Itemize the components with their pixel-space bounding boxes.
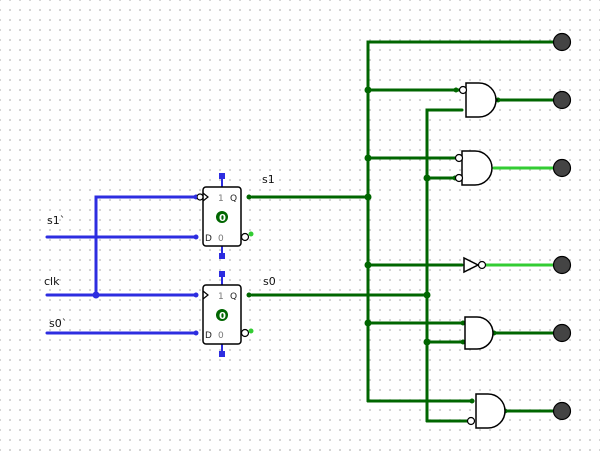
d-flipflop-1[interactable]: 1 Q D 0 0 [196,173,254,259]
and-gate-3[interactable] [464,316,494,350]
inverted-output-bubble [477,260,487,270]
output-pins [552,32,572,421]
not-gate[interactable] [463,256,487,274]
ff2-q-label: Q [230,292,237,302]
input-wires [45,195,198,335]
wire-s0-bus [425,108,464,423]
label-s0: s0 [263,275,276,288]
ff2-set-label: 1 [218,292,224,302]
ff2-state-value: 0 [219,311,226,322]
logic-wires [250,40,557,423]
and-gate-icon [465,82,497,118]
ff1-d-label: D [205,234,212,244]
not-gate-icon [463,256,480,274]
label-s1: s1 [262,173,275,186]
ff1-state-value: 0 [219,213,226,224]
inverted-input-bubble [454,173,464,183]
label-s0-prime: s0` [49,317,67,330]
ff1-state-indicator [216,211,228,223]
ff2-state-indicator [216,309,228,321]
label-s1-prime: s1` [47,214,65,227]
output-pin-icon[interactable] [552,32,572,52]
output-pin-icon[interactable] [552,90,572,110]
inverted-input-bubble [466,416,476,426]
inverted-input-bubble [454,153,464,163]
and-gate-4[interactable] [466,393,506,429]
ff2-reset-label: 0 [218,331,224,341]
wire-s1-bus [366,40,557,403]
output-pin-icon[interactable] [552,158,572,178]
clk-junction [92,291,100,299]
ff1-q-label: Q [230,194,237,204]
and-gate-icon [464,316,494,350]
d-flipflop-2[interactable]: 1 Q D 0 0 [202,271,254,357]
ff1-reset-label: 0 [218,234,224,244]
and-gate-icon [475,393,506,429]
ff2-d-label: D [205,331,212,341]
output-pin-icon[interactable] [552,323,572,343]
and-gate-icon [461,150,493,186]
label-clk: clk [44,275,60,288]
and-gate-2[interactable] [454,150,493,186]
junction-dots [246,86,508,414]
output-pin-icon[interactable] [552,255,572,275]
wire-clk-branch [94,195,198,297]
ff1-set-label: 1 [218,194,224,204]
inverted-input-bubble [458,85,468,95]
output-pin-icon[interactable] [552,401,572,421]
and-gate-1[interactable] [458,82,499,118]
